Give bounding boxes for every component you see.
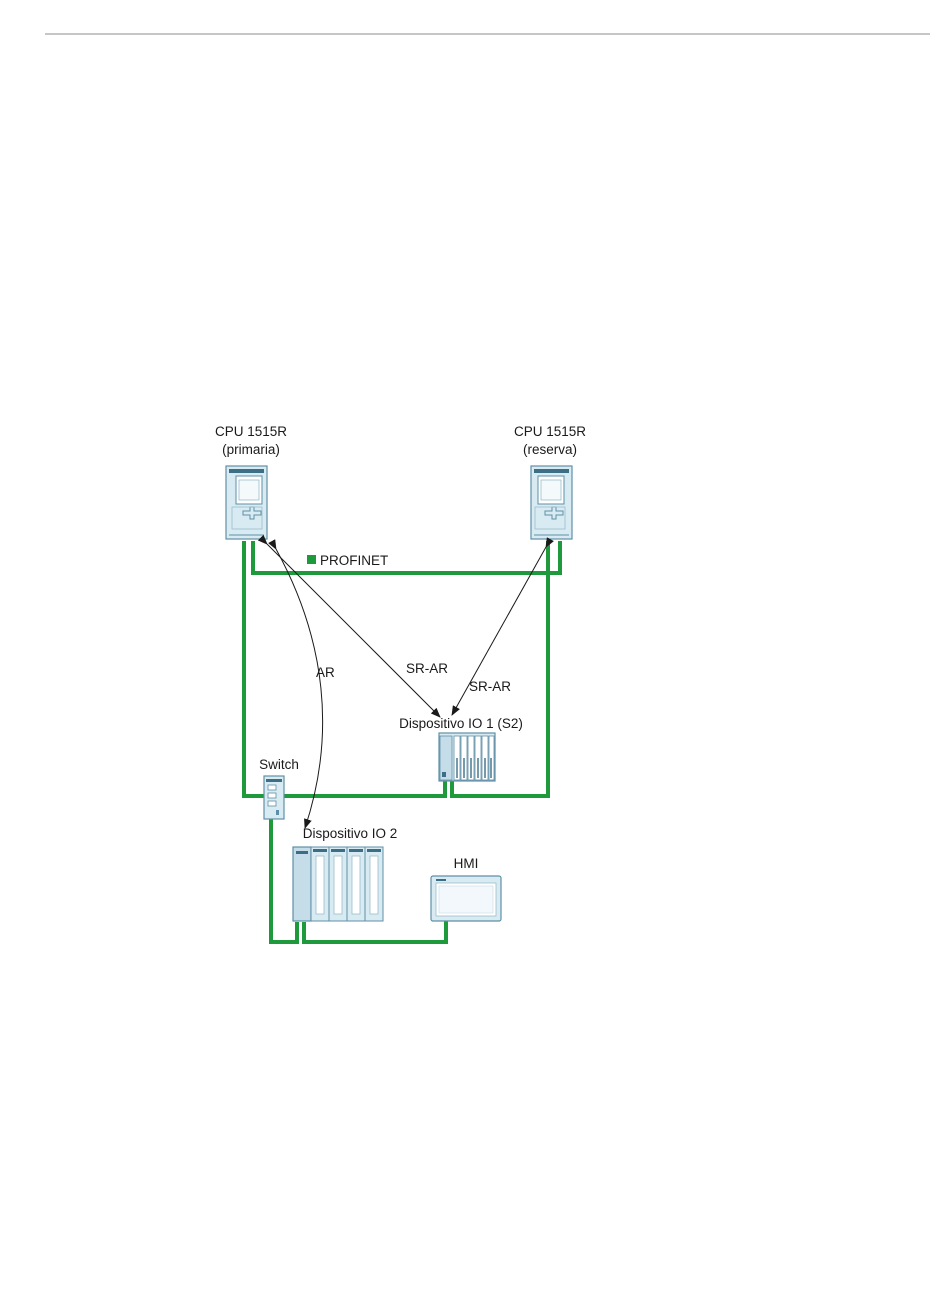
- io-station-icon: [293, 847, 383, 921]
- cpu-primary: CPU 1515R (primaria): [215, 424, 287, 539]
- hmi: HMI: [431, 856, 501, 921]
- cpu-backup-role: (reserva): [523, 442, 577, 457]
- legend-swatch: [307, 555, 316, 564]
- sr-ar-primary-arrow: [267, 544, 440, 717]
- profinet-network: [244, 541, 560, 942]
- plc-cpu-icon: [531, 466, 572, 539]
- cpu-backup: CPU 1515R (reserva): [514, 424, 586, 539]
- network-switch-icon: [264, 776, 284, 819]
- io-device-2: Dispositivo IO 2: [293, 826, 397, 921]
- cpu-primary-name: CPU 1515R: [215, 424, 287, 439]
- plc-cpu-icon: [226, 466, 267, 539]
- switch: Switch: [259, 757, 299, 819]
- io-station-icon: [439, 733, 495, 781]
- legend: PROFINET: [307, 553, 388, 568]
- profinet-line-cpu-link: [253, 541, 560, 573]
- sr-ar-backup-label: SR-AR: [469, 679, 511, 694]
- io-device-2-label: Dispositivo IO 2: [303, 826, 398, 841]
- sr-ar-primary-label: SR-AR: [406, 661, 448, 676]
- cpu-backup-name: CPU 1515R: [514, 424, 586, 439]
- hmi-panel-icon: [431, 876, 501, 921]
- io-device-1: Dispositivo IO 1 (S2): [399, 716, 523, 781]
- io-device-1-label: Dispositivo IO 1 (S2): [399, 716, 523, 731]
- ar-label: AR: [316, 665, 335, 680]
- profinet-line-io2-hmi: [304, 921, 446, 942]
- hmi-label: HMI: [454, 856, 479, 871]
- switch-label: Switch: [259, 757, 299, 772]
- profinet-line-switch-io1: [284, 781, 445, 796]
- legend-label: PROFINET: [320, 553, 388, 568]
- cpu-primary-role: (primaria): [222, 442, 280, 457]
